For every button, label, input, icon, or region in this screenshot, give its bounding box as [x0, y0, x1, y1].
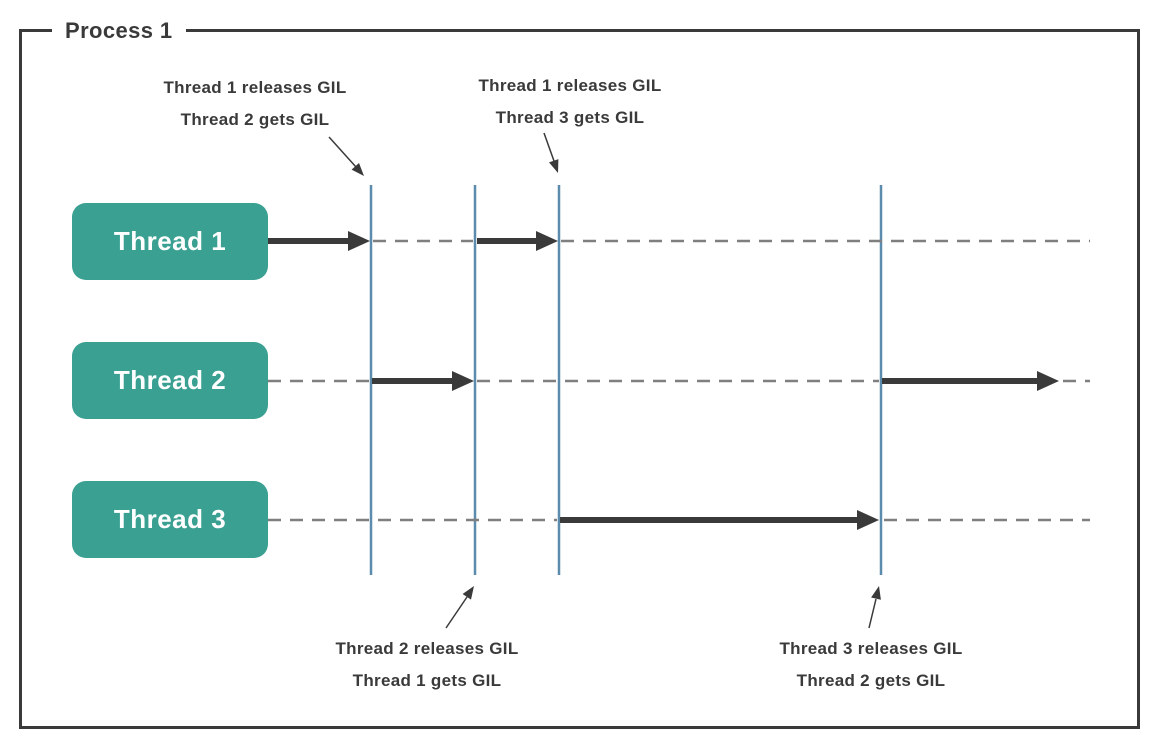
annotation-arrowheads — [351, 159, 881, 600]
execution-arrowheads — [348, 231, 1059, 530]
thread1-label: Thread 1 — [113, 226, 227, 256]
thread2-run1-arrowhead — [452, 371, 474, 391]
thread1-run1-arrowhead — [348, 231, 370, 251]
execution-arrow-shafts — [268, 238, 1040, 523]
thread1-run2-arrowhead — [536, 231, 558, 251]
process-title: Process 1 — [52, 16, 186, 46]
waiting-timelines — [268, 239, 1090, 522]
annotation-arrow-shafts — [328, 132, 877, 629]
annotation-top-left-shaft — [328, 136, 357, 168]
annotation-top-right: Thread 1 releases GIL Thread 3 gets GIL — [430, 70, 710, 134]
annotation-bottom-right-line2: Thread 2 gets GIL — [796, 671, 946, 690]
thread3-label: Thread 3 — [113, 504, 227, 534]
annotation-bottom-left-shaft — [445, 596, 468, 629]
annotation-bottom-left-line1: Thread 2 releases GIL — [335, 639, 519, 658]
annotation-bottom-right-arrowhead — [871, 586, 881, 600]
thread3-box: Thread 3 — [72, 481, 268, 558]
annotation-top-right-shaft — [543, 132, 555, 162]
annotation-bottom-right-line1: Thread 3 releases GIL — [779, 639, 963, 658]
annotation-top-left-line2: Thread 2 gets GIL — [180, 110, 330, 129]
annotation-bottom-left-arrowhead — [462, 586, 474, 600]
thread3-run1-arrowhead — [857, 510, 879, 530]
annotation-top-left: Thread 1 releases GIL Thread 2 gets GIL — [115, 72, 395, 136]
annotation-bottom-right-shaft — [868, 598, 877, 629]
annotation-bottom-left-line2: Thread 1 gets GIL — [352, 671, 502, 690]
annotation-top-left-arrowhead — [351, 163, 364, 176]
thread2-label: Thread 2 — [113, 365, 227, 395]
annotation-top-right-line1: Thread 1 releases GIL — [478, 76, 662, 95]
thread2-box: Thread 2 — [72, 342, 268, 419]
gil-switch-lines — [369, 185, 883, 575]
thread2-run2-arrowhead — [1037, 371, 1059, 391]
annotation-bottom-right: Thread 3 releases GIL Thread 2 gets GIL — [731, 633, 1011, 697]
annotation-top-right-arrowhead — [549, 159, 559, 173]
annotation-top-left-line1: Thread 1 releases GIL — [163, 78, 347, 97]
process-frame — [19, 29, 1140, 729]
annotation-top-right-line2: Thread 3 gets GIL — [495, 108, 645, 127]
annotation-bottom-left: Thread 2 releases GIL Thread 1 gets GIL — [287, 633, 567, 697]
thread1-box: Thread 1 — [72, 203, 268, 280]
